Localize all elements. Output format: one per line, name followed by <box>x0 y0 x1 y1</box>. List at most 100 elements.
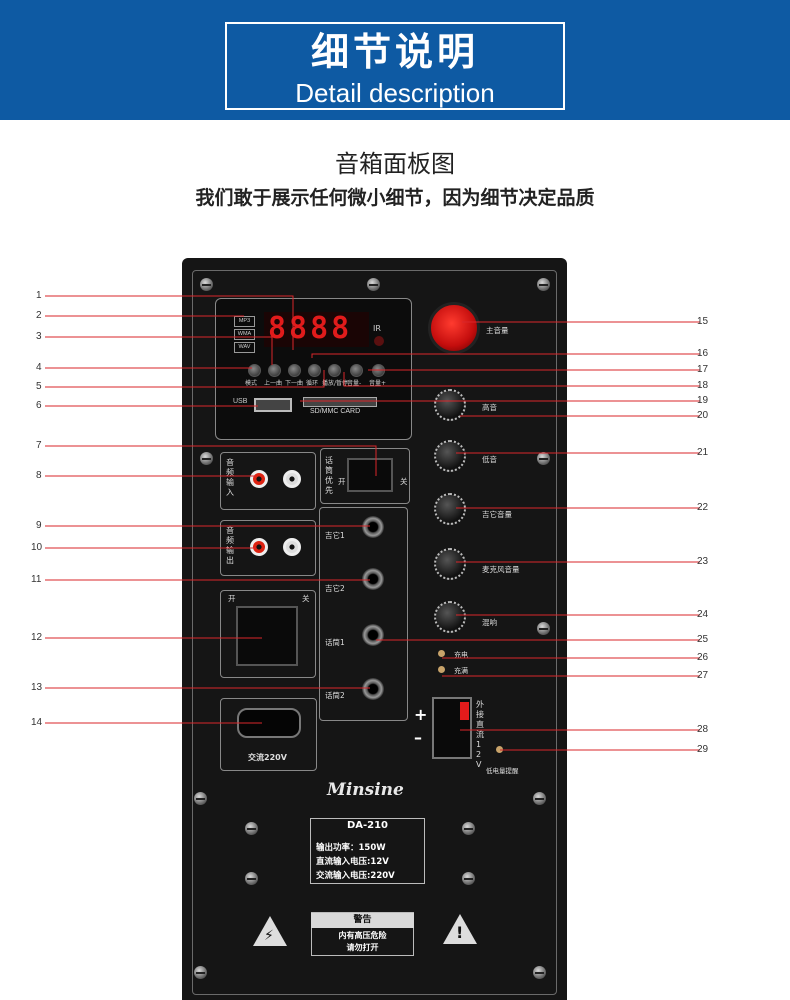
callout-number: 4 <box>36 362 42 373</box>
button-label: 音量+ <box>369 380 387 387</box>
high-voltage-warning-icon <box>253 916 287 946</box>
callout-number: 18 <box>697 380 709 391</box>
dc-label: 外接直流12V <box>476 700 484 769</box>
screw-icon <box>537 452 550 465</box>
mic-priority-switch[interactable] <box>347 458 393 492</box>
format-wav: WAV <box>234 342 255 353</box>
audio-input-box <box>220 452 316 510</box>
audio-input-right-jack[interactable] <box>283 470 301 488</box>
audio-output-left-jack[interactable] <box>250 538 268 556</box>
page-title: 音箱面板图 <box>335 150 455 178</box>
warning-title: 警告 <box>311 913 414 928</box>
button-label: 播放/暂停 <box>322 380 349 387</box>
callout-number: 27 <box>697 670 709 681</box>
warning-line: 请勿打开 <box>346 943 379 952</box>
next-button[interactable] <box>288 364 301 377</box>
warning-box <box>311 912 414 956</box>
button-label: 音量- <box>347 380 362 387</box>
button-label: 下一曲 <box>285 380 304 387</box>
audio-output-label: 音频输出 <box>226 526 234 565</box>
callout-number: 6 <box>36 400 42 411</box>
audio-input-label: 音频输入 <box>226 458 234 497</box>
callout-number: 3 <box>36 331 42 342</box>
prev-button[interactable] <box>268 364 281 377</box>
model-number: DA-210 <box>346 820 389 831</box>
power-switch[interactable] <box>236 606 298 666</box>
brand-logo: Minsine <box>327 780 404 800</box>
master-volume-label: 主音量 <box>486 326 509 335</box>
callout-number: 2 <box>36 310 42 321</box>
callout-number: 29 <box>697 744 709 755</box>
callout-number: 21 <box>697 447 709 458</box>
callout-number: 12 <box>31 632 43 643</box>
guitar2-label: 吉它2 <box>325 584 345 593</box>
callout-line-7 <box>45 445 377 476</box>
callout-number: 13 <box>31 682 43 693</box>
guitar-volume-label: 吉它音量 <box>482 510 512 519</box>
mic2-jack[interactable] <box>362 678 384 700</box>
format-mp3: MP3 <box>234 316 255 327</box>
screw-icon <box>194 966 207 979</box>
callout-number: 8 <box>36 470 42 481</box>
guitar2-jack[interactable] <box>362 568 384 590</box>
power-off-label: 关 <box>302 594 310 603</box>
usb-port[interactable] <box>254 398 292 412</box>
mic-volume-label: 麦克风音量 <box>482 565 520 574</box>
callout-number: 9 <box>36 520 42 531</box>
low-battery-led <box>496 746 503 753</box>
mic2-label: 话筒2 <box>325 691 345 700</box>
play-pause-button[interactable] <box>328 364 341 377</box>
master-volume-knob[interactable] <box>428 302 480 354</box>
lightning-icon: ⚡ <box>264 928 274 944</box>
mode-button[interactable] <box>248 364 261 377</box>
audio-input-left-jack[interactable] <box>250 470 268 488</box>
callout-number: 7 <box>36 440 42 451</box>
screw-icon <box>462 872 475 885</box>
ac-input-box <box>220 698 317 771</box>
ir-label: IR <box>373 324 381 333</box>
repeat-button[interactable] <box>308 364 321 377</box>
callout-line-3 <box>45 336 273 365</box>
spec-line: 直流输入电压:12V <box>316 857 389 867</box>
callout-number: 10 <box>31 542 43 553</box>
callout-line-18 <box>343 372 700 387</box>
panel-border <box>192 270 557 995</box>
screw-icon <box>200 278 213 291</box>
callout-line-1 <box>45 295 294 350</box>
header-banner: 细节说明 Detail description <box>0 0 790 120</box>
screw-icon <box>245 822 258 835</box>
mic-priority-label: 话筒优先 <box>325 456 333 495</box>
callout-line-16 <box>311 353 700 358</box>
callout-number: 23 <box>697 556 709 567</box>
treble-label: 高音 <box>482 403 497 412</box>
dc-positive-terminal <box>460 702 469 720</box>
mic-priority-off-label: 关 <box>400 477 408 486</box>
power-on-label: 开 <box>228 594 236 603</box>
banner-frame: 细节说明 Detail description <box>225 22 565 110</box>
spec-line: 输出功率：150W <box>316 843 386 853</box>
screw-icon <box>533 966 546 979</box>
guitar1-jack[interactable] <box>362 516 384 538</box>
callout-number: 28 <box>697 724 709 735</box>
jack-panel-box <box>319 507 408 721</box>
reverb-knob[interactable] <box>434 601 466 633</box>
mic-volume-knob[interactable] <box>434 548 466 580</box>
charged-led <box>438 666 445 673</box>
volume-down-button[interactable] <box>350 364 363 377</box>
charging-label: 充电 <box>454 651 468 659</box>
sd-card-slot[interactable] <box>303 397 377 407</box>
lcd-digits: 8888 <box>268 311 353 346</box>
caution-warning-icon <box>443 914 477 944</box>
sd-label: SD/MMC CARD <box>310 408 361 415</box>
callout-line-5 <box>45 370 325 388</box>
screw-icon <box>537 278 550 291</box>
dc-minus-sign: – <box>414 728 422 747</box>
audio-output-right-jack[interactable] <box>283 538 301 556</box>
guitar-volume-knob[interactable] <box>434 493 466 525</box>
guitar1-label: 吉它1 <box>325 531 345 540</box>
bass-knob[interactable] <box>434 440 466 472</box>
charging-led <box>438 650 445 657</box>
callout-number: 14 <box>31 717 43 728</box>
spec-line: 交流输入电压:220V <box>316 871 395 881</box>
